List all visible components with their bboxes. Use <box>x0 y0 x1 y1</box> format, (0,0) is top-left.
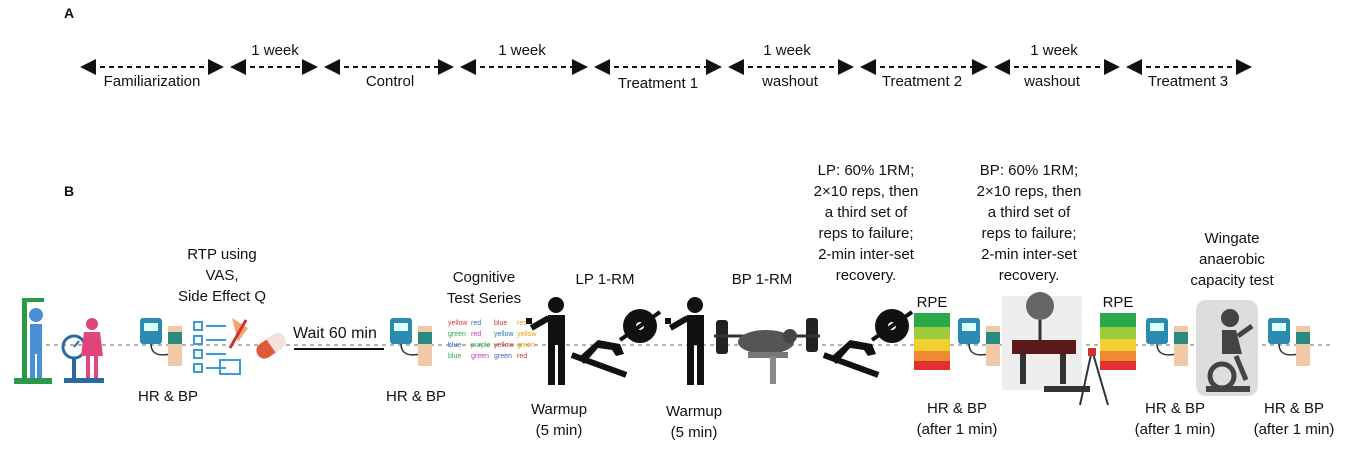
warmup-label-1: Warmup(5 min) <box>531 399 587 441</box>
rpe-label-2: RPE <box>1103 294 1134 311</box>
stroop-word: yellow <box>494 342 514 349</box>
rpe-scale-icon-2 <box>1100 313 1136 370</box>
leg-press-icon-2 <box>823 309 912 378</box>
stroop-word: blue <box>448 353 461 360</box>
pen-hand-icon <box>230 318 248 348</box>
stroop-word: green <box>517 342 535 349</box>
stroop-word: yellow <box>517 331 537 338</box>
stroop-word: red <box>517 320 527 327</box>
bp-monitor-icon-1 <box>140 318 182 366</box>
rpe-label-1: RPE <box>917 294 948 311</box>
stroop-word: green <box>448 331 466 338</box>
stroop-word: red <box>471 320 481 327</box>
hr-bp-after-label-3: HR & BP(after 1 min) <box>1254 398 1335 440</box>
stroop-word: yellow <box>494 331 514 338</box>
bp-monitor-icon-5 <box>1268 318 1310 366</box>
hr-bp-label-1: HR & BP <box>138 388 198 405</box>
stroop-word: green <box>471 353 489 360</box>
bp-monitor-icon-3 <box>958 318 1000 366</box>
rpe-scale-icon-1 <box>914 313 950 370</box>
stroop-word: blue <box>494 320 507 327</box>
stroop-word: red <box>517 353 527 360</box>
lp-1rm-label: LP 1-RM <box>576 271 635 288</box>
bp-monitor-icon-2 <box>390 318 432 366</box>
leg-press-icon-1 <box>571 309 660 378</box>
weight-scale-icon <box>63 318 104 383</box>
warmup-figure-icon-2 <box>665 297 704 385</box>
bp-monitor-icon-4 <box>1146 318 1188 366</box>
questionnaire-icon <box>194 322 240 374</box>
warmup-figure-icon-1 <box>526 297 565 385</box>
stadiometer-icon <box>14 298 52 384</box>
warmup-label-2: Warmup(5 min) <box>666 401 722 443</box>
wait-label: Wait 60 min <box>293 325 377 343</box>
bench-press-icon <box>714 318 820 384</box>
bench-press-machine-icon <box>1002 292 1108 405</box>
stroop-word: yellow <box>448 320 468 327</box>
hr-bp-after-label-2: HR & BP(after 1 min) <box>1135 398 1216 440</box>
stroop-word: green <box>494 353 512 360</box>
bp-1rm-label: BP 1-RM <box>732 271 793 288</box>
stroop-word: red <box>471 331 481 338</box>
hr-bp-label-2: HR & BP <box>386 388 446 405</box>
hr-bp-after-label-1: HR & BP(after 1 min) <box>917 398 998 440</box>
stroop-word: purple <box>471 342 491 349</box>
stroop-word: blue <box>448 342 461 349</box>
pill-icon <box>253 330 288 361</box>
exercise-bike-icon <box>1196 300 1258 396</box>
